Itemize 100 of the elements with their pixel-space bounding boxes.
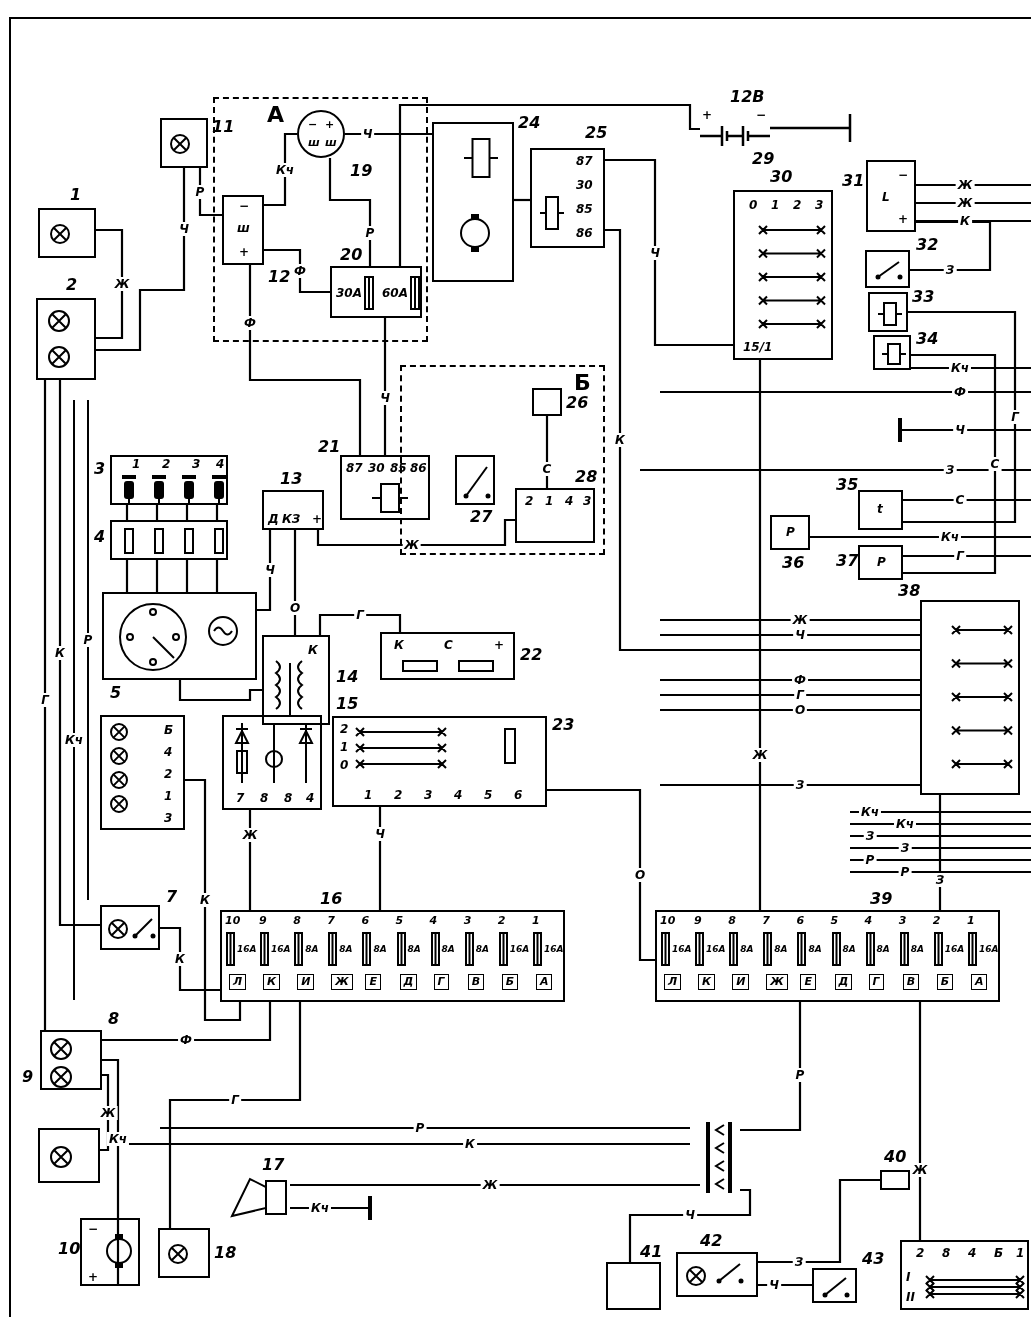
- fuse-rating: 8А: [305, 943, 319, 956]
- callout-number: 26: [566, 394, 589, 412]
- terminal-label: 1: [545, 494, 554, 508]
- terminal-label: L: [882, 190, 890, 204]
- terminal-label: Д: [268, 512, 279, 526]
- wire: [198, 168, 222, 217]
- wire-color-label: Ф: [292, 264, 308, 278]
- callout-number: 27: [470, 508, 493, 526]
- component-box: [100, 715, 185, 830]
- callout-number: 43: [862, 1250, 885, 1268]
- wire-color-label: Кч: [949, 361, 971, 375]
- wire: [316, 518, 515, 547]
- fuse-number: 9: [259, 914, 267, 928]
- component-box: [865, 250, 910, 288]
- wire-color-label: Ч: [648, 245, 662, 260]
- callout-number: 31: [842, 172, 865, 190]
- fuse-block: [655, 910, 1000, 1002]
- terminal-label: 7: [236, 791, 245, 805]
- wire: [100, 1073, 110, 1152]
- terminal-letter: Д: [834, 974, 853, 990]
- terminal-label: ш: [325, 136, 337, 150]
- wire: [185, 560, 189, 592]
- terminal-label: −: [308, 118, 318, 132]
- callout-number: 24: [518, 114, 541, 132]
- fuse-number: 3: [463, 914, 472, 928]
- terminal-label: 4: [216, 457, 225, 471]
- wire-color-label: Кч: [309, 1201, 331, 1215]
- component-box: [332, 716, 547, 807]
- fuse-rating: 8А: [842, 943, 856, 956]
- terminal-label: К: [308, 643, 318, 657]
- wire: [102, 1058, 120, 1286]
- wire-color-label: Ж: [955, 196, 975, 210]
- wire-color-label: Ф: [952, 385, 968, 399]
- component-box: [158, 1228, 210, 1278]
- terminal-label: 5: [484, 788, 493, 802]
- callout-number: 30: [770, 168, 793, 186]
- wire: [155, 505, 159, 520]
- callout-number: 35: [836, 476, 859, 494]
- callout-number: 17: [262, 1156, 285, 1174]
- terminal-label: 2: [162, 457, 171, 471]
- terminal-label: 86: [576, 226, 593, 240]
- terminal-letter: А: [535, 974, 553, 990]
- wire: [628, 1188, 752, 1262]
- wire: [43, 380, 47, 1030]
- terminal-letter: Е: [800, 974, 816, 990]
- callout-number: 4: [94, 528, 106, 546]
- wire: [96, 228, 124, 340]
- callout-number: 2: [66, 276, 78, 294]
- fuse-rating: 8А: [808, 943, 822, 956]
- fuse-rating: 8А: [373, 943, 387, 956]
- component-box: [38, 1128, 100, 1183]
- wire-color-label: Кч: [894, 817, 916, 831]
- terminal-label: 1: [364, 788, 373, 802]
- wire-color-label: З: [933, 873, 947, 887]
- terminal-label: 8: [942, 1246, 951, 1260]
- callout-number: 34: [916, 330, 939, 348]
- terminal-label: 1: [132, 457, 141, 471]
- terminal-letter: И: [732, 974, 750, 990]
- callout-number: 37: [836, 552, 859, 570]
- terminal-label: 1: [771, 198, 780, 212]
- wire: [185, 778, 242, 1022]
- wire-color-label: З: [943, 263, 957, 277]
- terminal-label: 85: [576, 202, 593, 216]
- wire: [185, 505, 189, 520]
- terminal-letter: Г: [868, 974, 884, 990]
- wire: [758, 360, 762, 910]
- fuse-rating: 16А: [978, 943, 999, 956]
- terminal-label: +: [312, 512, 323, 526]
- terminal-label: −: [239, 199, 250, 213]
- component-box: [812, 1268, 857, 1303]
- callout-number: 38: [898, 582, 921, 600]
- callout-number: 40: [884, 1148, 907, 1166]
- terminal-letter: Е: [365, 974, 381, 990]
- terminal-label: Б: [994, 1246, 1004, 1260]
- terminal-label: II: [906, 1290, 915, 1304]
- wire-color-label: С: [540, 462, 554, 476]
- terminal-label: 85: [390, 461, 407, 475]
- callout-number: 36: [782, 554, 805, 572]
- fuse-rating: 8А: [876, 943, 890, 956]
- terminal-label: 6: [514, 788, 523, 802]
- fuse-rating: 8А: [774, 943, 788, 956]
- fuse-number: 4: [864, 914, 873, 928]
- component-box: [102, 592, 257, 680]
- callout-number: 5: [110, 684, 122, 702]
- wire-color-label: Р: [193, 184, 207, 199]
- component-box: [380, 632, 515, 680]
- callout-number: 1: [70, 186, 82, 204]
- wire-color-label: Г: [1009, 410, 1021, 424]
- wire: [290, 1183, 700, 1187]
- terminal-label: 86: [410, 461, 427, 475]
- terminal-label: 4: [454, 788, 463, 802]
- wire-color-label: Кч: [107, 1132, 129, 1146]
- fuse-number: 7: [762, 914, 770, 928]
- component-box: [868, 292, 908, 332]
- block-letter: Б: [574, 371, 591, 395]
- fuse-rating: 8А: [740, 943, 754, 956]
- wire-color-label: К: [463, 1137, 477, 1151]
- component-box: [532, 388, 562, 416]
- wire-color-label: Ч: [378, 390, 392, 405]
- callout-number: 25: [585, 124, 608, 142]
